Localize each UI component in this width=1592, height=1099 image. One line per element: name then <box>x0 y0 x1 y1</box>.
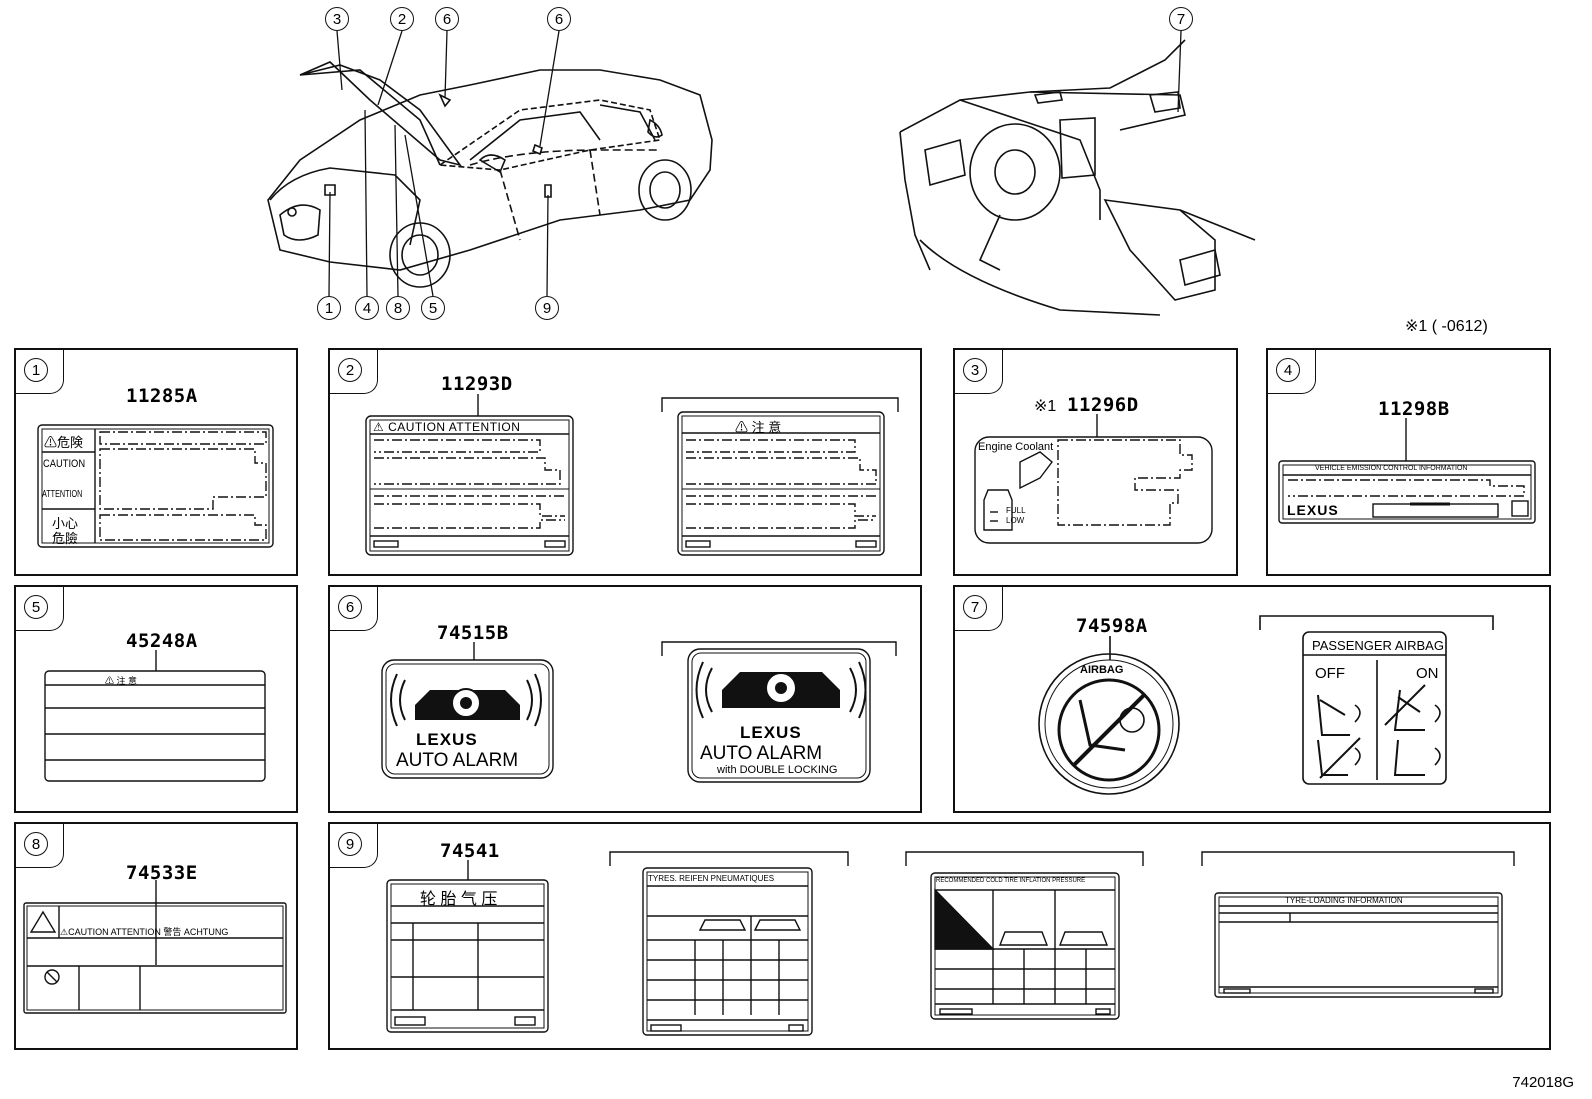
coolant-full: FULL <box>1006 506 1026 515</box>
tyre-label-eu: TYRES. REIFEN PNEUMATIQUES <box>648 874 775 883</box>
panel-number-4: 4 <box>1276 358 1300 382</box>
part-code-74515B: 74515B <box>437 622 509 644</box>
panel-tab-9: 9 <box>328 822 378 868</box>
panel-6 <box>328 585 922 813</box>
panel-tab-6: 6 <box>328 585 378 631</box>
label-header-74533E: ⚠CAUTION ATTENTION 警告 ACHTUNG <box>60 927 229 937</box>
alarm-text-1: AUTO ALARM <box>396 750 519 771</box>
callout-car-2: 2 <box>390 7 414 31</box>
part-code-11296D: 11296D <box>1067 394 1139 416</box>
part-code-prefix-11296D: ※1 <box>1034 398 1057 415</box>
alarm-brand-1: LEXUS <box>416 730 478 749</box>
part-code-74598A: 74598A <box>1076 615 1148 637</box>
alarm-subtext: with DOUBLE LOCKING <box>717 764 838 776</box>
callout-car-3: 3 <box>325 7 349 31</box>
airbag-on: ON <box>1416 665 1439 682</box>
panel-tab-2: 2 <box>328 348 378 394</box>
callout-car-9: 9 <box>535 296 559 320</box>
callout-car-8: 8 <box>386 296 410 320</box>
tyre-label-rec: RECOMMENDED COLD TIRE INFLATION PRESSURE <box>936 878 1086 884</box>
car-illustration <box>267 61 713 288</box>
panel-tab-5: 5 <box>14 585 64 631</box>
legend-note: ※1 ( -0612) <box>1405 318 1488 335</box>
panel-number-1: 1 <box>24 358 48 382</box>
panel-tab-8: 8 <box>14 822 64 868</box>
callout-car-5: 5 <box>421 296 445 320</box>
panel-tab-7: 7 <box>953 585 1003 631</box>
tyre-label-loading: TYRE-LOADING INFORMATION <box>1285 896 1403 905</box>
airbag-seal-text: AIRBAG <box>1080 664 1124 676</box>
passenger-airbag-title: PASSENGER AIRBAG <box>1312 638 1444 653</box>
part-code-11285A: 11285A <box>126 385 198 407</box>
coolant-title: Engine Coolant <box>978 441 1054 453</box>
panel-7 <box>953 585 1551 813</box>
part-code-11293D: 11293D <box>441 373 513 395</box>
label-text-danger-jp: ⚠危険 <box>44 435 84 450</box>
interior-illustration <box>899 39 1256 316</box>
alarm-text-2: AUTO ALARM <box>700 743 823 764</box>
label-text-attention: ATTENTION <box>42 489 83 500</box>
coolant-low: LOW <box>1006 516 1025 525</box>
callout-car-1: 1 <box>317 296 341 320</box>
part-code-74541: 74541 <box>440 840 500 862</box>
figure-number: 742018G <box>1512 1074 1574 1091</box>
label-header-caution-attention: ⚠ CAUTION ATTENTION <box>373 420 521 434</box>
panel-2 <box>328 348 922 576</box>
panel-number-2: 2 <box>338 358 362 382</box>
interior-leader-lines <box>1177 30 1182 113</box>
part-code-45248A: 45248A <box>126 630 198 652</box>
panel-number-5: 5 <box>24 595 48 619</box>
emission-header: VEHICLE EMISSION CONTROL INFORMATION <box>1315 465 1468 472</box>
car-leader-lines <box>328 30 560 297</box>
label-text-caution: CAUTION <box>43 458 86 470</box>
panel-tab-4: 4 <box>1266 348 1316 394</box>
panel-9 <box>328 822 1551 1050</box>
panel-number-8: 8 <box>24 832 48 856</box>
label-header-zhuyi: ⚠ 注 意 <box>735 420 782 435</box>
panel-tab-1: 1 <box>14 348 64 394</box>
panel-number-7: 7 <box>963 595 987 619</box>
panel-tab-3: 3 <box>953 348 1003 394</box>
tyre-label-cn: 轮 胎 气 压 <box>420 891 498 908</box>
panel-number-3: 3 <box>963 358 987 382</box>
label-text-xiaoxin: 小心 <box>52 516 79 531</box>
panel-number-6: 6 <box>338 595 362 619</box>
part-code-74533E: 74533E <box>126 862 198 884</box>
label-text-weixian: 危險 <box>52 531 79 546</box>
alarm-brand-2: LEXUS <box>740 723 802 742</box>
label-header-45248A: ⚠ 注 意 <box>105 676 138 686</box>
callout-car-6: 6 <box>547 7 571 31</box>
callout-car-6: 6 <box>435 7 459 31</box>
callout-car-4: 4 <box>355 296 379 320</box>
emission-brand: LEXUS <box>1287 502 1339 518</box>
callout-interior-7: 7 <box>1169 7 1193 31</box>
part-code-11298B: 11298B <box>1378 398 1450 420</box>
panel-number-9: 9 <box>338 832 362 856</box>
airbag-off: OFF <box>1315 665 1345 682</box>
